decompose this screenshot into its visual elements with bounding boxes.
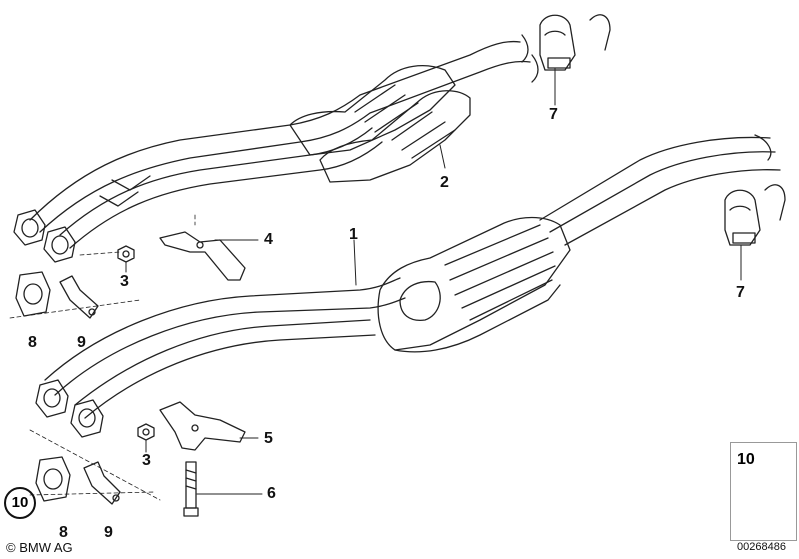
front-pipe-lower: [44, 134, 781, 419]
label-part-9-upper: 9: [77, 334, 86, 351]
label-part-9-lower: 9: [104, 524, 113, 541]
label-part-3-upper: 3: [120, 273, 129, 290]
leader-lines: [125, 67, 742, 495]
copyright-text: © BMW AG: [6, 540, 73, 555]
bracket-upper: [159, 231, 246, 281]
clamp-lower: [724, 184, 786, 246]
gasket-lower: [35, 456, 71, 502]
label-part-10-circled: 10: [4, 487, 36, 519]
label-part-8-upper: 8: [28, 334, 37, 351]
flange-lower-left: [35, 379, 69, 418]
front-pipe-upper: [29, 34, 539, 249]
legend-number: 10: [737, 451, 755, 468]
bolt: [183, 461, 199, 517]
label-part-7-lower: 7: [736, 284, 745, 301]
flange-lower-right: [70, 399, 104, 438]
label-part-7-upper: 7: [549, 106, 558, 123]
clip-upper: [59, 275, 99, 319]
label-part-3-lower: 3: [142, 452, 151, 469]
clip-lower: [83, 461, 121, 505]
flange-upper-left: [13, 209, 46, 246]
label-part-1: 1: [349, 226, 358, 243]
nut-lower: [137, 423, 155, 441]
label-part-8-lower: 8: [59, 524, 68, 541]
bracket-lower: [159, 401, 246, 451]
label-part-5: 5: [264, 430, 273, 447]
legend-box: 10: [730, 442, 797, 541]
label-part-2: 2: [440, 174, 449, 191]
diagram-code: 00268486: [737, 541, 786, 553]
nut-upper: [117, 245, 135, 263]
flange-upper-right: [43, 226, 76, 263]
gasket-upper: [15, 271, 51, 317]
clamp-upper: [539, 14, 611, 71]
label-part-6: 6: [267, 485, 276, 502]
reference-lines: [9, 214, 196, 501]
label-part-4: 4: [264, 231, 273, 248]
